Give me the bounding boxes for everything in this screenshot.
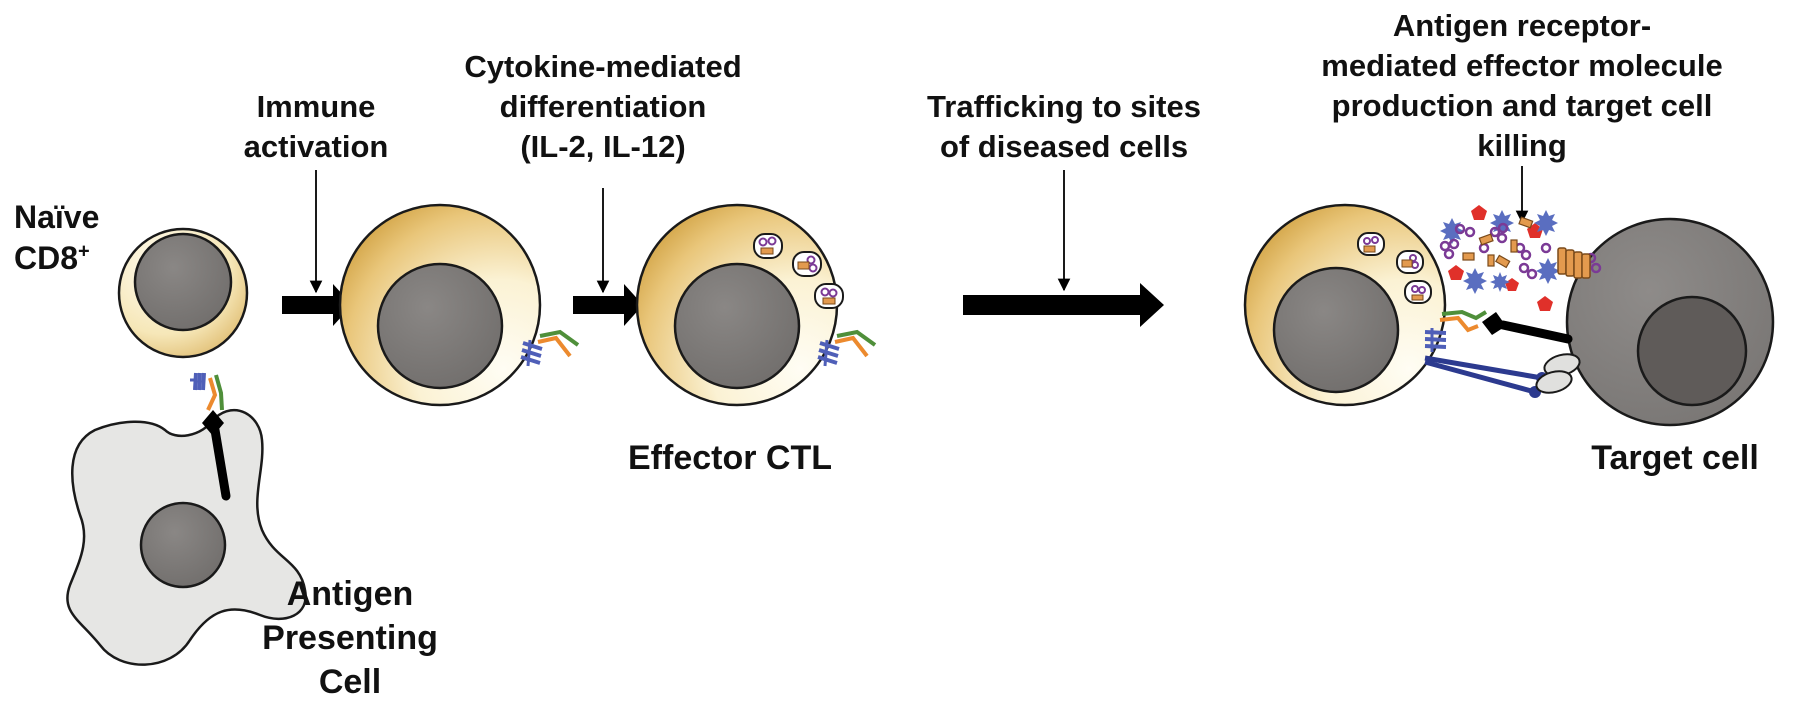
adhesion-molecules <box>1424 353 1581 398</box>
effector-granules <box>753 233 844 309</box>
target-nucleus <box>1636 295 1748 407</box>
apc-label-line2: Presenting <box>262 619 438 657</box>
target-mhc-pointer <box>1482 312 1573 344</box>
killing-granules <box>1357 232 1432 304</box>
effector-killing-line3: production and target cell <box>1331 88 1713 123</box>
naive-label-line1: Naïve <box>14 199 100 235</box>
effector-nucleus <box>673 262 801 390</box>
target-cell <box>1565 217 1775 427</box>
immune-activation-line2: activation <box>243 129 389 164</box>
killing-ctl-cell <box>1243 203 1581 407</box>
effector-killing-label: Antigen receptor- mediated effector mole… <box>1307 6 1737 166</box>
effector-killing-line4: killing <box>1477 128 1567 163</box>
apc-label-line3: Cell <box>318 663 382 701</box>
naive-tcr-receptor <box>190 372 224 411</box>
cytokine-line3: (IL-2, IL-12) <box>520 129 686 164</box>
apc-mhc-stalk <box>210 425 231 501</box>
trafficking-label: Trafficking to sites of diseased cells <box>904 87 1224 167</box>
effector-ctl-cell <box>635 203 877 407</box>
activated-t-cell <box>338 203 580 407</box>
apc-nucleus <box>139 501 227 589</box>
cytokine-line2: differentiation <box>499 89 707 124</box>
killing-nucleus <box>1272 266 1400 394</box>
immune-activation-label: Immune activation <box>226 87 406 167</box>
red-pentagons <box>1448 205 1553 311</box>
antigen-presenting-cell <box>66 408 307 666</box>
differentiation-arrow <box>573 188 643 326</box>
target-cell-label: Target cell <box>1591 439 1759 477</box>
effector-molecules <box>1439 205 1602 311</box>
trafficking-line1: Trafficking to sites <box>927 89 1201 124</box>
apc-mhc-diamond <box>202 410 224 436</box>
effector-ctl-label: Effector CTL <box>628 439 832 477</box>
effector-killing-line2: mediated effector molecule <box>1321 48 1723 83</box>
activated-tcr-receptor <box>520 329 580 367</box>
naive-nucleus <box>133 232 233 332</box>
immune-activation-line1: Immune <box>256 89 376 124</box>
naive-cd8-t-cell <box>117 227 249 411</box>
activated-nucleus <box>376 262 504 390</box>
effector-tcr-receptor <box>817 329 877 367</box>
perforin-pore <box>1557 247 1591 279</box>
cytokine-differentiation-label: Cytokine-mediated differentiation (IL-2,… <box>433 47 773 167</box>
trafficking-arrow <box>963 170 1164 327</box>
naive-label-sup: + <box>78 240 90 263</box>
activation-arrow <box>282 170 352 326</box>
blue-stars <box>1440 210 1560 294</box>
effector-killing-line1: Antigen receptor- <box>1392 8 1652 43</box>
trafficking-line2: of diseased cells <box>939 129 1189 164</box>
apc-label: Antigen Presenting Cell <box>240 572 460 704</box>
naive-label-cd8: CD8 <box>14 240 79 276</box>
cytokine-line1: Cytokine-mediated <box>464 49 742 84</box>
killing-tcr-receptor <box>1424 309 1488 352</box>
naive-cd8-label: Naïve CD8+ <box>14 197 99 279</box>
orange-granzymes <box>1462 216 1534 269</box>
naive-label-line2: CD8+ <box>14 238 99 279</box>
apc-label-line1: Antigen <box>286 575 414 613</box>
